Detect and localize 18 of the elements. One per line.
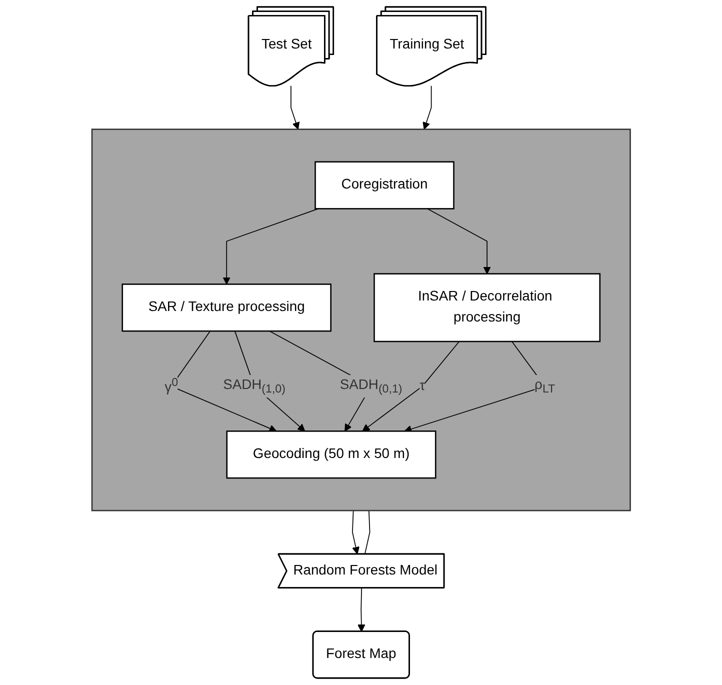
edge-label: τ	[419, 378, 425, 394]
cluster	[91, 128, 631, 512]
edge-label: γ$^{0}$	[164, 376, 178, 396]
arrow	[362, 341, 460, 432]
arrow	[357, 588, 366, 632]
arrow	[426, 208, 491, 274]
connector	[364, 510, 370, 554]
node-box: Coregistration	[314, 161, 454, 210]
node-box: SAR / Texture processing	[122, 284, 332, 332]
edge-label: SADH$_{(1,0)}$	[222, 378, 286, 396]
arrow	[352, 510, 360, 554]
node-box: InSAR / Decorrelation processing	[373, 273, 600, 342]
arrow	[290, 85, 300, 130]
edge-label: ρ$_{LT}$	[534, 378, 555, 396]
arrow	[222, 208, 319, 285]
edge-label: SADH$_{(0,1)}$	[340, 378, 402, 396]
node-box: Geocoding (50 m x 50 m)	[226, 430, 436, 479]
arrow	[422, 85, 432, 130]
